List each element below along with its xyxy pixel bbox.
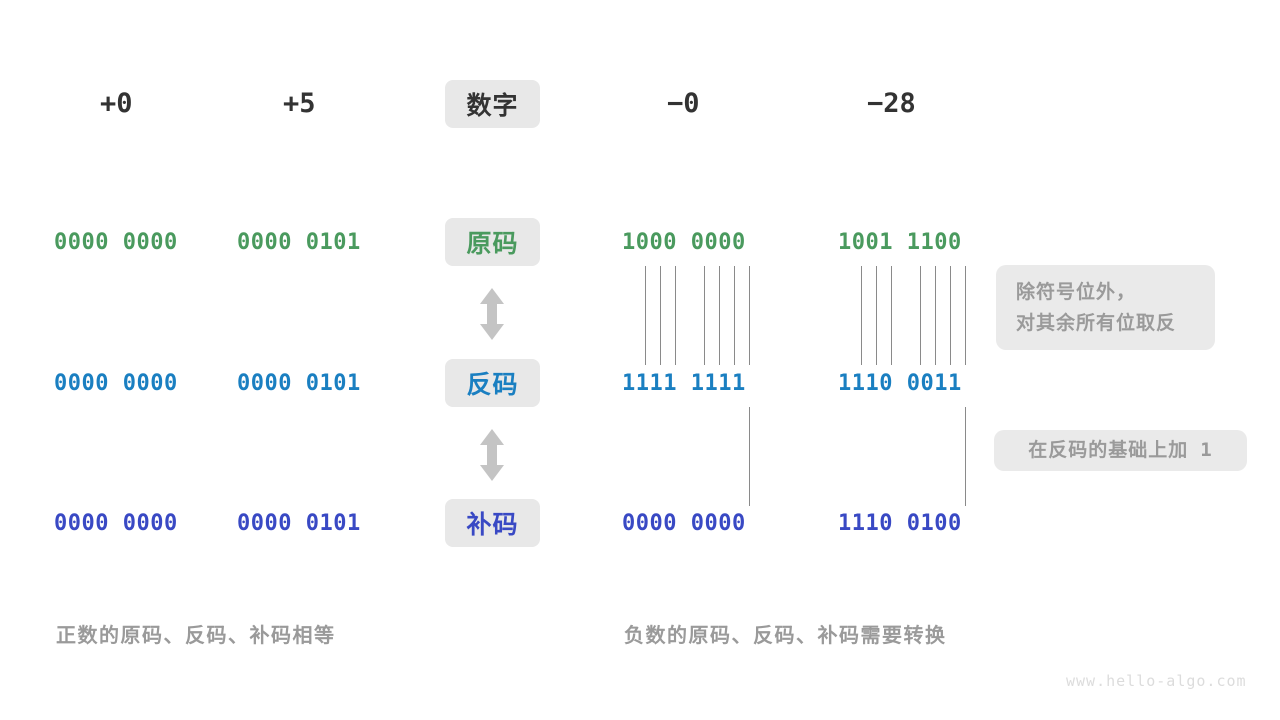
connector-tick bbox=[876, 266, 877, 365]
connector-tick bbox=[704, 266, 705, 365]
row-label-number: 数字 bbox=[445, 80, 540, 128]
row-label-twos-complement: 补码 bbox=[445, 499, 540, 547]
ones-complement-col2: 0000 0101 bbox=[237, 371, 361, 396]
note-add-one-text: 在反码的基础上加 bbox=[1028, 440, 1189, 461]
row-label-ones-complement: 反码 bbox=[445, 359, 540, 407]
row-label-sign-magnitude: 原码 bbox=[445, 218, 540, 266]
sign-magnitude-col1: 0000 0000 bbox=[54, 230, 178, 255]
caption-negative: 负数的原码、反码、补码需要转换 bbox=[624, 625, 947, 647]
connector-tick bbox=[950, 266, 951, 365]
note-invert-line2: 对其余所有位取反 bbox=[1016, 312, 1177, 334]
sign-magnitude-col2: 0000 0101 bbox=[237, 230, 361, 255]
arrow-ones-complement-to-twos-complement bbox=[479, 429, 505, 481]
connector-tick bbox=[719, 266, 720, 365]
twos-complement-col3: 0000 0000 bbox=[622, 511, 746, 536]
connector-tick bbox=[734, 266, 735, 365]
connector-tick bbox=[749, 266, 750, 365]
caption-positive: 正数的原码、反码、补码相等 bbox=[56, 625, 336, 647]
twos-complement-col4: 1110 0100 bbox=[838, 511, 962, 536]
connector-tick bbox=[965, 266, 966, 365]
note-invert-bits: 除符号位外， 对其余所有位取反 bbox=[996, 265, 1215, 350]
note-add-one-value: 1 bbox=[1200, 439, 1213, 461]
connector-tick bbox=[920, 266, 921, 365]
twos-complement-col1: 0000 0000 bbox=[54, 511, 178, 536]
sign-magnitude-col4: 1001 1100 bbox=[838, 230, 962, 255]
header-value-col1: +0 bbox=[100, 88, 133, 119]
watermark: www.hello-algo.com bbox=[1066, 672, 1247, 690]
connector-tick bbox=[891, 266, 892, 365]
ones-complement-col4: 1110 0011 bbox=[838, 371, 962, 396]
connector-tick-lsb bbox=[965, 407, 966, 506]
sign-magnitude-col3: 1000 0000 bbox=[622, 230, 746, 255]
connector-tick bbox=[861, 266, 862, 365]
header-value-col2: +5 bbox=[283, 88, 316, 119]
header-value-col4: −28 bbox=[867, 88, 916, 119]
connector-tick bbox=[675, 266, 676, 365]
connector-tick bbox=[660, 266, 661, 365]
arrow-sign-magnitude-to-ones-complement bbox=[479, 288, 505, 340]
connector-tick bbox=[645, 266, 646, 365]
twos-complement-col2: 0000 0101 bbox=[237, 511, 361, 536]
note-invert-line1: 除符号位外， bbox=[1016, 281, 1137, 303]
connector-tick-lsb bbox=[749, 407, 750, 506]
note-add-one: 在反码的基础上加 1 bbox=[994, 430, 1247, 471]
connector-tick bbox=[935, 266, 936, 365]
ones-complement-col1: 0000 0000 bbox=[54, 371, 178, 396]
ones-complement-col3: 1111 1111 bbox=[622, 371, 746, 396]
header-value-col3: −0 bbox=[667, 88, 700, 119]
